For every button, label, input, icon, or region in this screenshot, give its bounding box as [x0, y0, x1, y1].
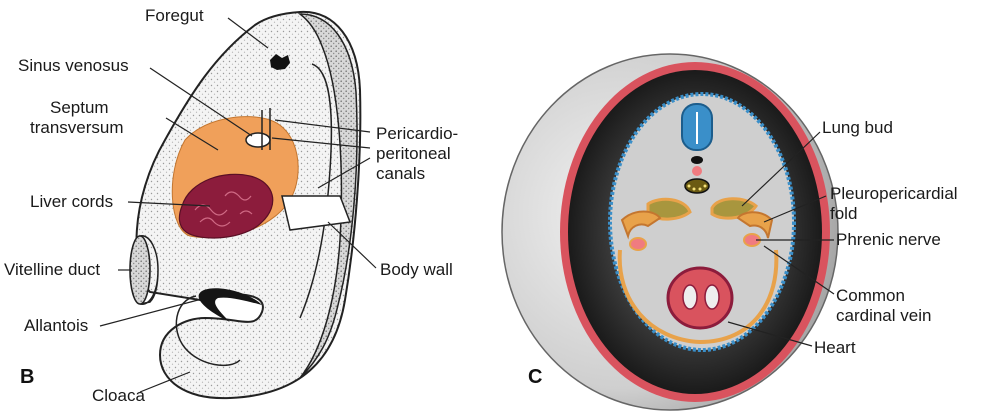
- inner-body: [608, 92, 796, 352]
- label-pleuro-line2: fold: [830, 204, 858, 223]
- heart-chamber-right: [704, 284, 720, 310]
- cloaca-curve: [175, 295, 241, 367]
- notochord: [691, 156, 703, 164]
- canal-tube-upper: [261, 108, 271, 150]
- label-vitelline-duct: Vitelline duct: [4, 260, 101, 279]
- label-common-cardinal-vein: Common cardinal vein: [836, 286, 931, 326]
- pleuropericardial-fold-right: [736, 211, 774, 239]
- label-phrenic-nerve: Phrenic nerve: [836, 230, 941, 249]
- vitelline-duct-shape: [139, 235, 159, 305]
- heart-shape: [666, 266, 734, 330]
- inner-cavity: [299, 63, 333, 319]
- liver-cords: [178, 173, 274, 239]
- foregut-shape: [270, 54, 290, 70]
- canal-tube-lower: [281, 195, 352, 231]
- label-pleuro-line1: Pleuropericardial: [830, 184, 958, 203]
- panel-c-leaders: [727, 131, 835, 347]
- panel-b-leaders: [99, 17, 377, 393]
- label-septum-line1: Septum: [50, 98, 109, 117]
- label-liver-cords: Liver cords: [30, 192, 114, 211]
- pericardial-wall: [617, 249, 779, 345]
- allantois-shape: [198, 288, 262, 322]
- label-septum-transversum: Septum transversum: [30, 98, 124, 138]
- label-foregut: Foregut: [145, 6, 204, 25]
- dorsal-wall: [297, 13, 358, 379]
- label-pericardio-peritoneal-canals: Pericardio- peritoneal canals: [376, 124, 458, 184]
- label-sinus-venosus: Sinus venosus: [18, 56, 129, 75]
- panel-letter-b: B: [20, 366, 35, 388]
- label-pericardio-line2: peritoneal: [376, 144, 451, 163]
- label-septum-line2: transversum: [30, 118, 124, 137]
- label-pleuropericardial-fold: Pleuropericardial fold: [830, 184, 958, 224]
- gut-lumen-dots: [687, 184, 707, 191]
- gut: [684, 178, 710, 194]
- panel-letter-c: C: [528, 366, 543, 388]
- label-body-wall: Body wall: [380, 260, 453, 279]
- label-heart: Heart: [814, 338, 856, 357]
- label-cloaca: Cloaca: [92, 386, 145, 405]
- label-allantois: Allantois: [24, 316, 89, 335]
- label-cardinal-line1: Common: [836, 286, 905, 305]
- phrenic-nerve-left: [629, 237, 647, 251]
- heart-chamber-left: [682, 284, 698, 310]
- aorta: [692, 166, 702, 176]
- label-pericardio-line3: canals: [376, 164, 426, 183]
- label-pericardio-line1: Pericardio-: [376, 124, 459, 143]
- pleuropericardial-fold-left: [620, 210, 662, 240]
- label-cardinal-line2: cardinal vein: [836, 306, 932, 325]
- label-lung-bud: Lung bud: [822, 118, 893, 137]
